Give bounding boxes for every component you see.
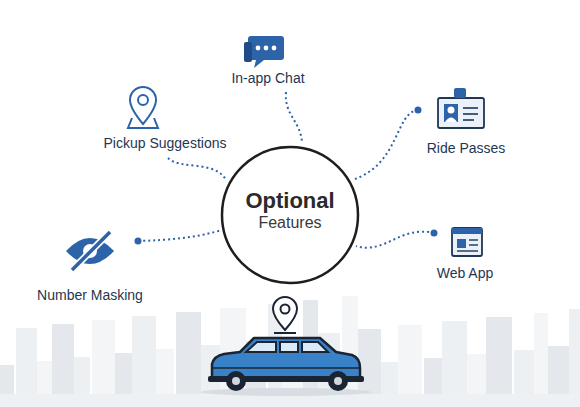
building bbox=[156, 349, 174, 395]
eye-slash-icon bbox=[66, 232, 114, 270]
chat-icon bbox=[244, 36, 284, 68]
building bbox=[569, 309, 580, 395]
id-card-icon bbox=[438, 88, 484, 128]
feature-label: Web App bbox=[437, 265, 494, 282]
leader-line bbox=[138, 230, 222, 241]
city-skyline bbox=[0, 296, 580, 407]
building bbox=[176, 312, 201, 395]
limousine bbox=[201, 297, 371, 396]
building bbox=[486, 317, 512, 395]
circle-subheading: Features bbox=[258, 213, 321, 234]
building bbox=[514, 350, 534, 395]
pin-icon bbox=[128, 87, 158, 128]
building bbox=[358, 329, 381, 395]
building bbox=[74, 357, 90, 395]
circle-shape bbox=[222, 147, 358, 283]
leader-line bbox=[286, 92, 302, 142]
building bbox=[548, 346, 569, 395]
building bbox=[442, 321, 467, 395]
feature-label: Number Masking bbox=[37, 287, 143, 304]
building bbox=[132, 316, 156, 395]
circle-heading: Optional bbox=[245, 188, 334, 213]
building bbox=[37, 361, 52, 395]
feature-label: In-app Chat bbox=[231, 70, 304, 87]
leader-line bbox=[352, 110, 418, 180]
node-content: OptionalFeatures bbox=[220, 141, 360, 281]
leader-line bbox=[168, 158, 226, 180]
building bbox=[92, 320, 115, 395]
feature-label: Ride Passes bbox=[427, 140, 506, 157]
building bbox=[52, 324, 74, 395]
web-window-icon bbox=[452, 228, 482, 256]
leader-line bbox=[356, 232, 434, 248]
building bbox=[16, 328, 37, 395]
building bbox=[534, 313, 548, 395]
building bbox=[467, 354, 486, 395]
building bbox=[398, 325, 422, 395]
feature-circle: OptionalFeatures bbox=[220, 145, 360, 285]
building bbox=[424, 358, 442, 395]
building bbox=[115, 353, 132, 395]
building bbox=[381, 362, 398, 395]
building bbox=[0, 365, 14, 395]
feature-label: Pickup Suggestions bbox=[104, 135, 227, 152]
